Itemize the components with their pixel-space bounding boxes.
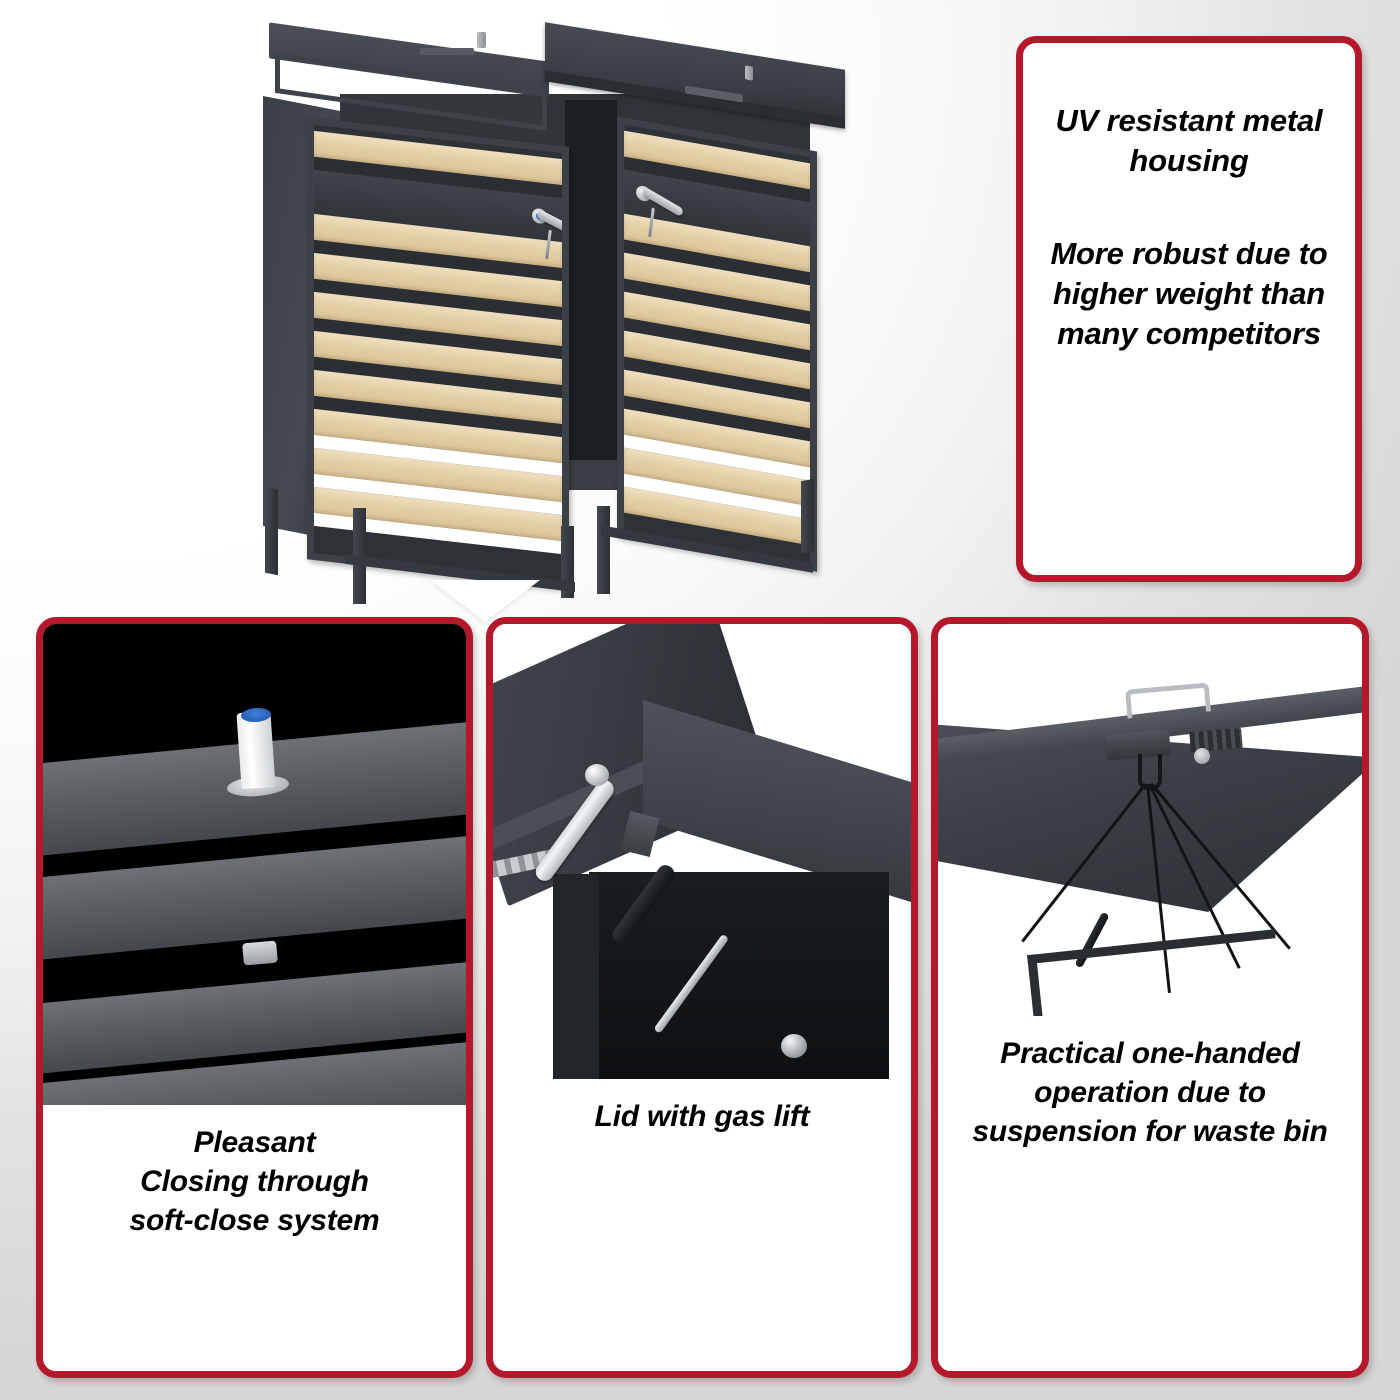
box-frame-edge	[1027, 929, 1282, 1016]
product-door-left	[307, 117, 569, 589]
product-right-lid-knob	[745, 65, 753, 81]
product-left-lid-knob	[477, 32, 486, 48]
caption-area-gas-lift: Lid with gas lift	[493, 1079, 911, 1371]
caption-suspension: Practical one-handed operation due to su…	[972, 1037, 1328, 1148]
damper-strike-plate	[242, 940, 278, 966]
gas-lift-ball-joint-bottom	[781, 1034, 807, 1058]
feature-line-uv-resistant: UV resistant metal housing	[1055, 103, 1323, 179]
caption-gas-lift: Lid with gas lift	[594, 1100, 810, 1133]
feature-text-card: UV resistant metal housing More robust d…	[1016, 36, 1362, 582]
key-lock-icon	[1194, 748, 1210, 764]
photo-soft-close-damper	[43, 624, 466, 1105]
caption-area-suspension: Practical one-handed operation due to su…	[938, 1016, 1362, 1371]
feature-line-more-robust: More robust due to higher weight than ma…	[1050, 235, 1328, 352]
panel-gas-lift: Lid with gas lift	[486, 617, 918, 1378]
downward-arrow-decoration	[430, 580, 540, 622]
product-left-lid-handle	[420, 48, 474, 55]
photo-lid-suspension	[938, 624, 1362, 1016]
soft-close-damper-pin	[236, 710, 276, 790]
box-front-edge	[553, 874, 599, 1079]
gas-lift-ball-joint-top	[585, 764, 609, 786]
panel-suspension: Practical one-handed operation due to su…	[931, 617, 1369, 1378]
product-door-right	[617, 116, 817, 572]
product-center-divider	[565, 100, 617, 460]
product-image-double-bin-storage-box	[245, 22, 845, 604]
photo-lid-gas-lift	[493, 624, 911, 1079]
